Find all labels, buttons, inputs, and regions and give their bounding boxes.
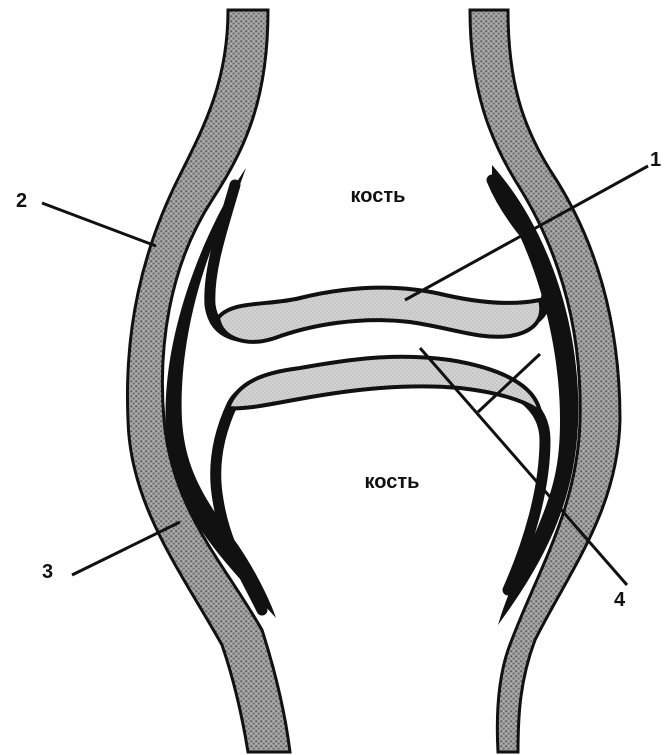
leader-line-2 <box>42 203 156 246</box>
callout-label-2: 2 <box>16 190 27 212</box>
callout-label-4: 4 <box>614 589 626 611</box>
upper-articular-cartilage <box>218 288 541 342</box>
callout-label-1: 1 <box>650 149 661 171</box>
leader-line-3 <box>72 522 180 575</box>
lower-articular-cartilage <box>228 357 540 412</box>
lower-bone-label: кость <box>365 471 420 493</box>
callout-label-3: 3 <box>42 561 53 583</box>
upper-bone-label: кость <box>351 185 406 207</box>
